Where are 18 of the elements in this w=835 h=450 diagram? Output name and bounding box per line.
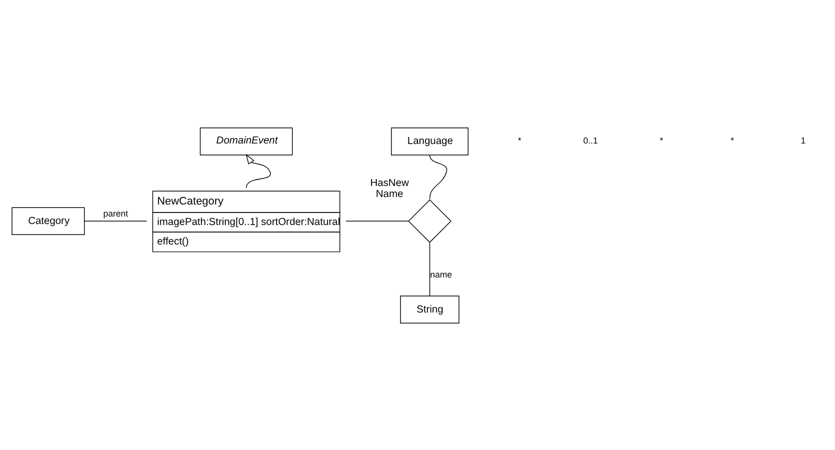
label: *	[518, 135, 522, 146]
label: 1	[800, 135, 806, 146]
arrow	[246, 154, 271, 188]
node-box: Language	[391, 127, 468, 155]
label: *	[660, 135, 664, 146]
connector	[84, 220, 148, 221]
node-diamond	[408, 198, 452, 242]
connector	[429, 242, 430, 296]
connector	[429, 154, 448, 200]
node-box: Category	[12, 206, 85, 234]
node-label: HasNew Name	[370, 178, 409, 200]
edge-label: parent	[103, 208, 128, 218]
label: 0..1	[583, 135, 598, 146]
edge-label: name	[430, 268, 452, 279]
connector	[346, 220, 409, 221]
label: *	[730, 135, 734, 146]
node-box: String	[400, 295, 460, 323]
node-box: DomainEvent	[200, 127, 293, 155]
